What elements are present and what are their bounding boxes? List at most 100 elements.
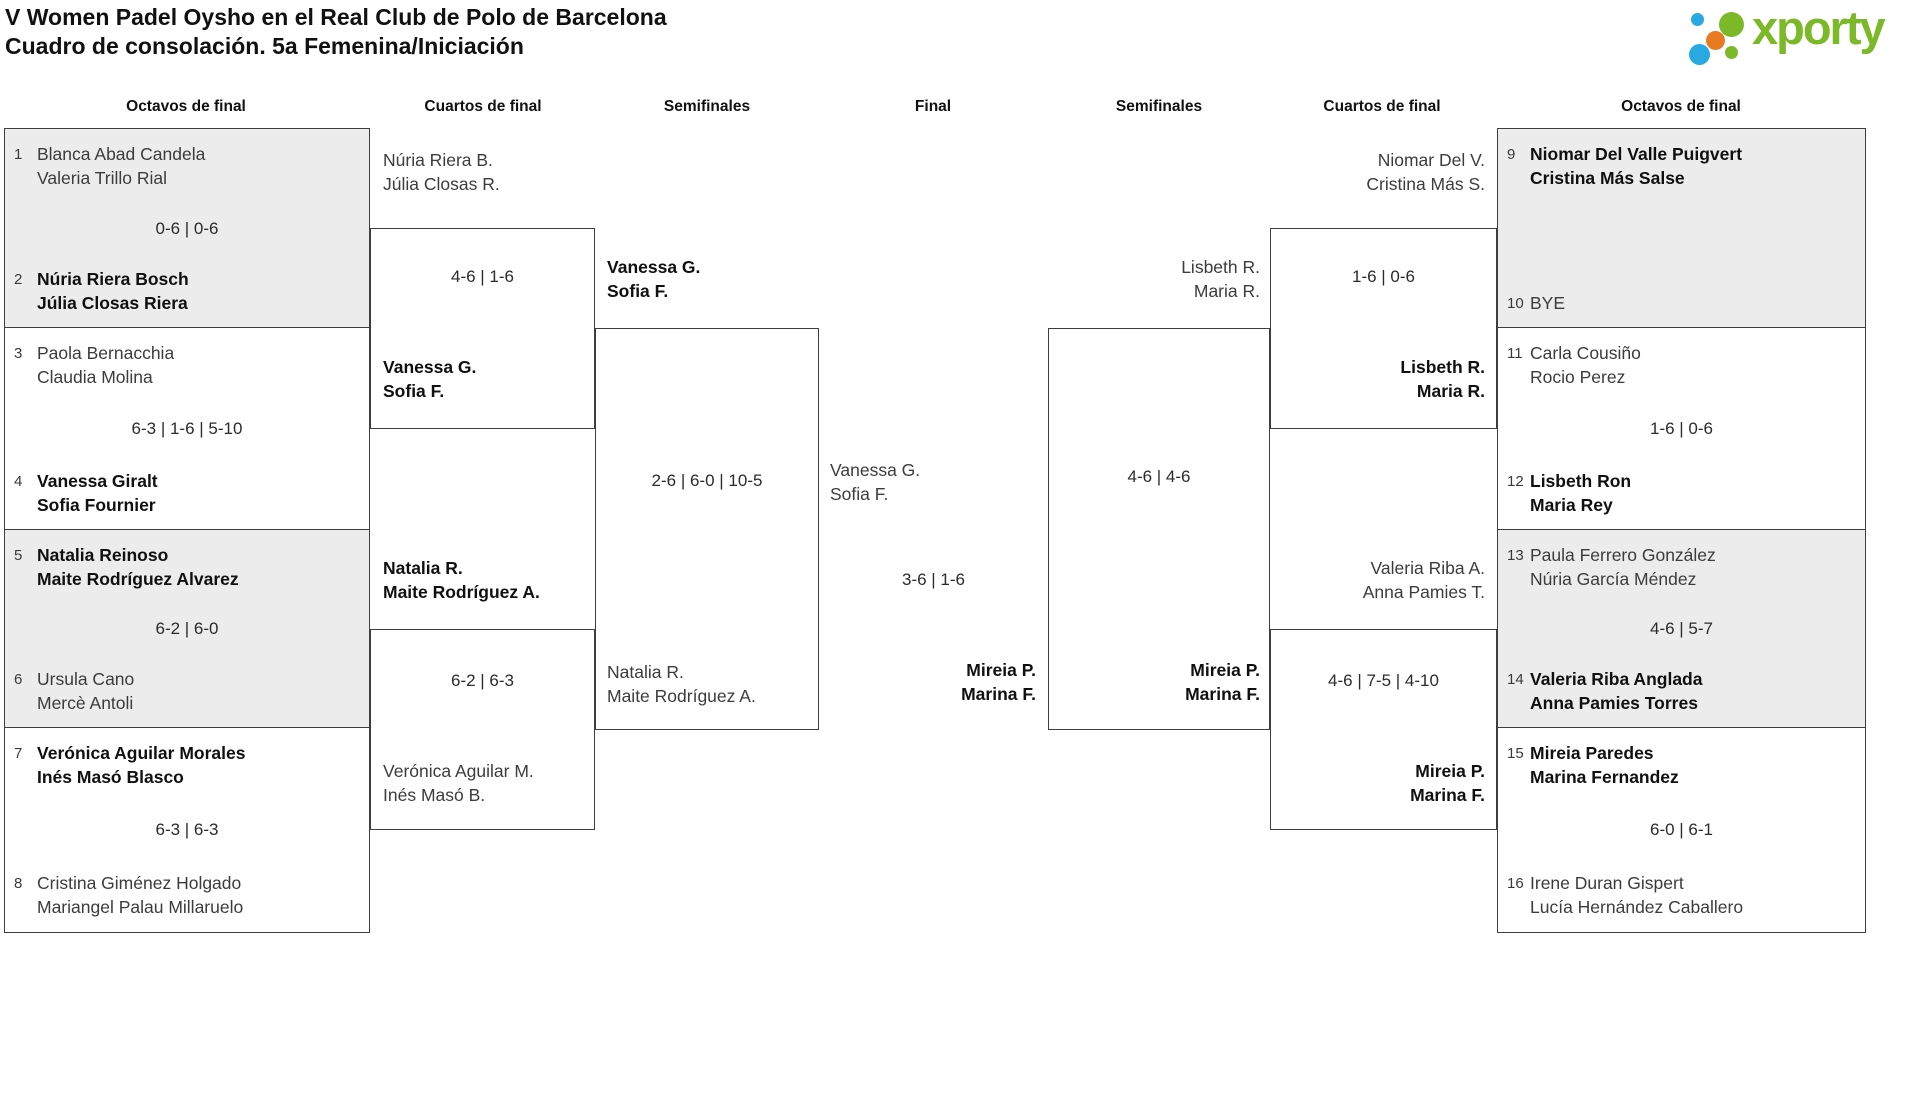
xporty-logo[interactable]: xporty <box>1684 1 1914 70</box>
logo-dot-orange-icon <box>1706 31 1725 50</box>
match-score: 6-2 | 6-3 <box>450 671 514 690</box>
logo-dot-green-large-icon <box>1719 12 1744 37</box>
match-score: 6-2 | 6-0 <box>155 619 219 638</box>
match-score: 4-6 | 5-7 <box>1649 619 1713 638</box>
match-box-qf-left-1 <box>370 228 595 429</box>
seed-label: 12 <box>1507 473 1524 490</box>
logo-dot-blue-small-icon <box>1691 13 1704 26</box>
team-name: Lisbeth R.Maria R. <box>1400 357 1485 401</box>
match-box-qf-right-2 <box>1270 629 1497 830</box>
seed-label: 9 <box>1507 146 1516 163</box>
round-header-semifinales-right: Semifinales <box>1115 98 1203 115</box>
round-header-semifinales-left: Semifinales <box>663 98 751 115</box>
logo-dot-blue-large-icon <box>1689 44 1710 65</box>
seed-label: 15 <box>1507 745 1524 762</box>
round-header-octavos-right: Octavos de final <box>1621 98 1741 115</box>
match-score: 6-0 | 6-1 <box>1649 820 1713 839</box>
match-score: 6-3 | 1-6 | 5-10 <box>131 419 243 438</box>
logo-dot-green-small-icon <box>1725 46 1738 59</box>
page-title: V Women Padel Oysho en el Real Club de P… <box>5 3 667 61</box>
seed-label: 8 <box>14 875 23 892</box>
team-name: Vanessa G.Sofia F. <box>383 357 477 401</box>
seed-label: 6 <box>14 671 23 688</box>
team-name: Lisbeth R.Maria R. <box>1181 257 1260 301</box>
seed-label: 5 <box>14 547 23 564</box>
team-name: Valeria Riba A.Anna Pamies T. <box>1362 558 1485 602</box>
seed-label: 1 <box>14 146 23 163</box>
seed-label: 10 <box>1507 295 1524 312</box>
page-title-line1: V Women Padel Oysho en el Real Club de P… <box>5 4 667 30</box>
round-header-final: Final <box>914 98 952 115</box>
team-name: Niomar Del V.Cristina Más S. <box>1366 150 1485 194</box>
team-name: Mireia P.Marina F. <box>1410 761 1485 805</box>
seed-label: 2 <box>14 271 23 288</box>
seed-label: 13 <box>1507 547 1524 564</box>
seed-label: 11 <box>1507 345 1523 362</box>
match-score: 4-6 | 1-6 <box>450 267 514 286</box>
match-score: 4-6 | 4-6 <box>1127 467 1191 486</box>
team-name: Núria Riera B.Júlia Closas R. <box>383 150 500 194</box>
match-box-sf-left <box>595 328 819 730</box>
seed-label: 7 <box>14 745 23 762</box>
match-box-sf-right <box>1048 328 1270 730</box>
match-box-qf-left-2 <box>370 629 595 830</box>
team-row: 10 BYE <box>1498 291 1865 315</box>
round-header-octavos-left: Octavos de final <box>126 98 246 115</box>
team-name: BYE <box>1530 293 1566 313</box>
seed-label: 16 <box>1507 875 1524 892</box>
logo-wordmark: xporty <box>1752 1 1886 54</box>
team-name: Vanessa G.Sofia F. <box>607 257 701 301</box>
round-header-cuartos-right: Cuartos de final <box>1323 98 1441 115</box>
match-score: 1-6 | 0-6 <box>1649 419 1713 438</box>
match-score: 2-6 | 6-0 | 10-5 <box>651 471 763 490</box>
match-score: 6-3 | 6-3 <box>155 820 219 839</box>
match-score: 0-6 | 0-6 <box>155 218 219 238</box>
match-score: 3-6 | 1-6 <box>901 570 965 589</box>
match-score: 4-6 | 7-5 | 4-10 <box>1328 671 1439 690</box>
seed-label: 14 <box>1507 671 1524 688</box>
team-name: Natalia R.Maite Rodríguez A. <box>607 662 756 706</box>
team-name: Vanessa G.Sofia F. <box>830 460 921 504</box>
seed-label: 4 <box>14 473 23 490</box>
team-name: Mireia P.Marina F. <box>961 660 1036 704</box>
page-title-line2: Cuadro de consolación. 5a Femenina/Inici… <box>5 33 524 59</box>
team-name: Natalia R.Maite Rodríguez A. <box>383 558 540 602</box>
match-box-qf-right-1 <box>1270 228 1497 429</box>
match-score: 1-6 | 0-6 <box>1351 267 1415 286</box>
